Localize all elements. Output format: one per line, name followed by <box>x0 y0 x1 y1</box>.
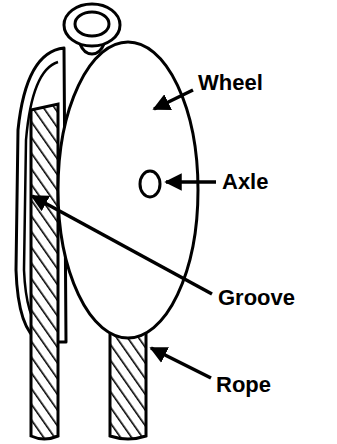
part-label: Groove <box>218 285 295 311</box>
wheel-leader <box>154 90 193 109</box>
groove-leader <box>32 196 212 294</box>
axle-hole <box>140 171 160 197</box>
wheel-disc <box>58 42 198 338</box>
left-rope <box>31 104 58 439</box>
part-label: Wheel <box>198 70 263 96</box>
leader-lines <box>32 90 216 378</box>
part-label: Rope <box>216 372 271 398</box>
rope-leader <box>151 348 211 378</box>
part-label: Axle <box>222 169 268 195</box>
axle-leader <box>166 180 216 184</box>
